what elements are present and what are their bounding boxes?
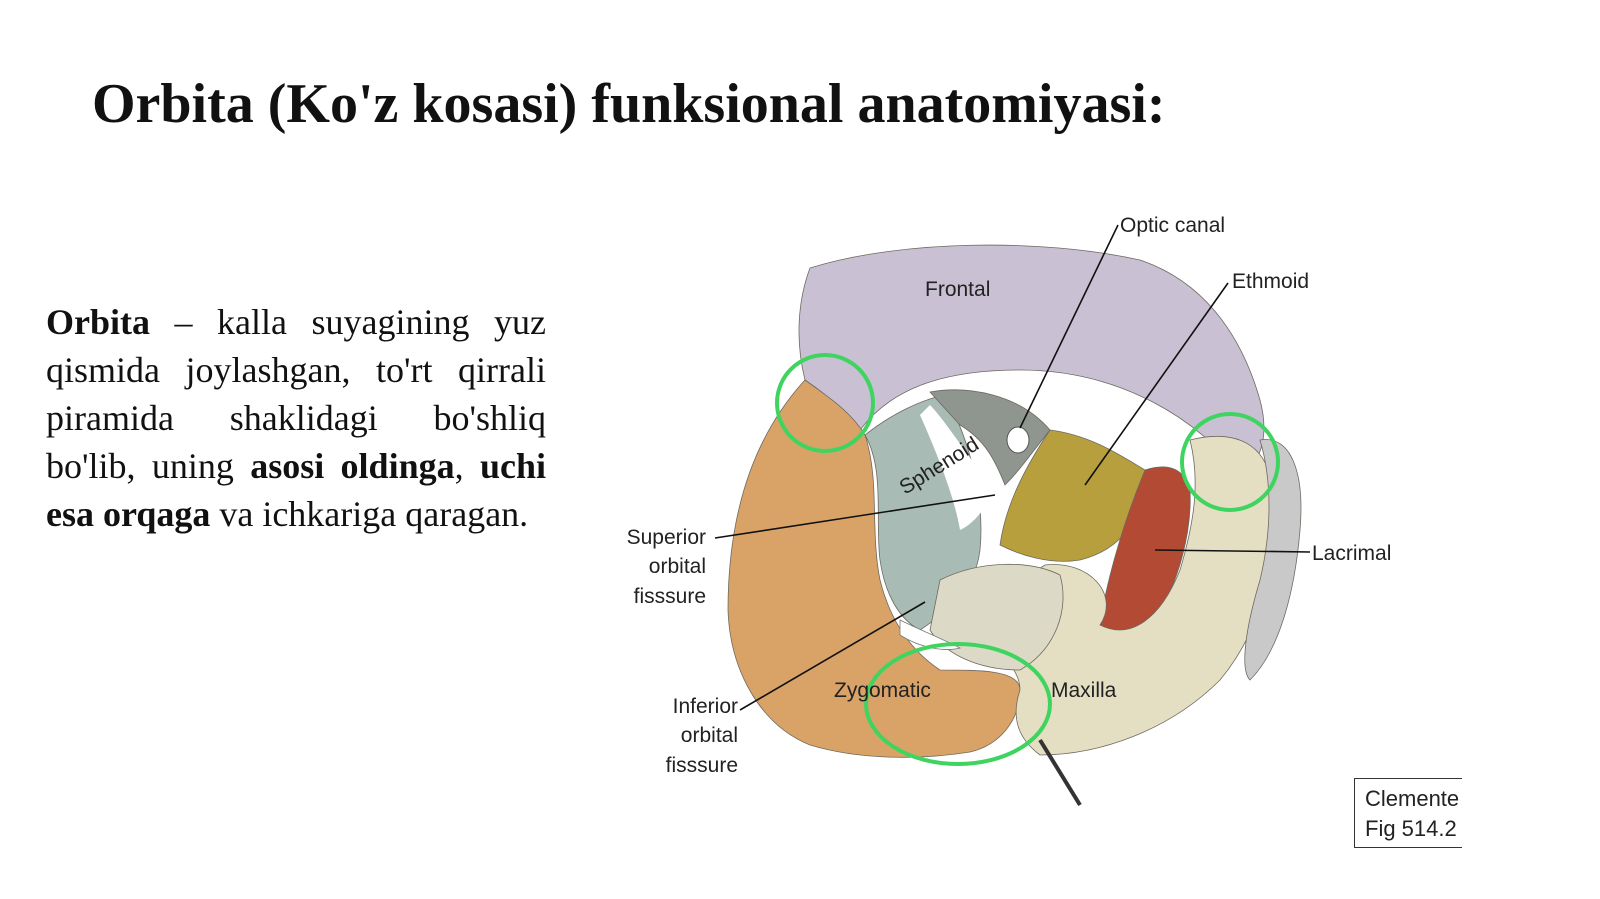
paragraph-part-1: – kalla suyagining yuz qismida joylashga… bbox=[46, 302, 546, 486]
superior-orbital-fissure bbox=[920, 405, 995, 530]
label-superior-orbital-3: fisssure bbox=[634, 585, 706, 608]
leader-superior-orbital bbox=[714, 494, 996, 539]
suture-circle-frontomaxillary bbox=[1180, 412, 1280, 512]
source-citation-box: Clemente Fig 514.2 bbox=[1354, 778, 1462, 848]
label-inferior-orbital-2: orbital bbox=[681, 724, 738, 747]
label-inferior-orbital-1: Inferior bbox=[673, 695, 738, 718]
label-lacrimal: Lacrimal bbox=[1312, 542, 1391, 565]
outer-rim bbox=[1244, 439, 1302, 681]
zygomatic-bone bbox=[727, 379, 1021, 758]
label-maxilla: Maxilla bbox=[1051, 679, 1117, 702]
probe-line bbox=[1038, 738, 1082, 807]
optic-canal-hole bbox=[1006, 426, 1030, 454]
label-inferior-orbital-3: fisssure bbox=[666, 754, 738, 777]
label-frontal: Frontal bbox=[925, 278, 990, 301]
suture-circle-zygomaticomaxillary bbox=[864, 642, 1052, 766]
leader-ethmoid bbox=[1084, 282, 1229, 486]
bold-base-forward: asosi oldinga bbox=[250, 446, 455, 486]
label-superior-orbital-2: orbital bbox=[649, 555, 706, 578]
sphenoid-posterior bbox=[929, 389, 1051, 486]
source-line-2: Fig 514.2 bbox=[1365, 816, 1457, 841]
label-superior-orbital-1: Superior bbox=[627, 526, 706, 549]
bold-apex-backward: uchi esa orqaga bbox=[46, 446, 546, 534]
label-ethmoid: Ethmoid bbox=[1232, 270, 1309, 293]
paragraph-part-3: va ichkariga qaragan. bbox=[210, 494, 529, 534]
orbit-illustration: Optic canal Ethmoid Frontal Sphenoid Sup… bbox=[627, 214, 1391, 807]
label-optic-canal: Optic canal bbox=[1120, 214, 1225, 237]
orbit-anatomy-figure: Optic canal Ethmoid Frontal Sphenoid Sup… bbox=[600, 200, 1460, 860]
leader-optic-canal bbox=[1019, 224, 1119, 429]
inferior-orbital-fissure bbox=[899, 619, 962, 650]
label-zygomatic: Zygomatic bbox=[834, 679, 931, 702]
leader-lacrimal bbox=[1154, 549, 1311, 553]
slide-title: Orbita (Ko'z kosasi) funksional anatomiy… bbox=[92, 73, 1166, 135]
suture-circle-frontozygomatic bbox=[775, 353, 875, 453]
source-line-1: Clemente bbox=[1365, 786, 1460, 811]
term-orbita: Orbita bbox=[46, 302, 150, 342]
leader-inferior-orbital bbox=[739, 601, 926, 711]
body-paragraph: Orbita – kalla suyagining yuz qismida jo… bbox=[46, 298, 546, 538]
ethmoid-bone bbox=[999, 429, 1146, 562]
paragraph-part-2: , bbox=[454, 446, 480, 486]
